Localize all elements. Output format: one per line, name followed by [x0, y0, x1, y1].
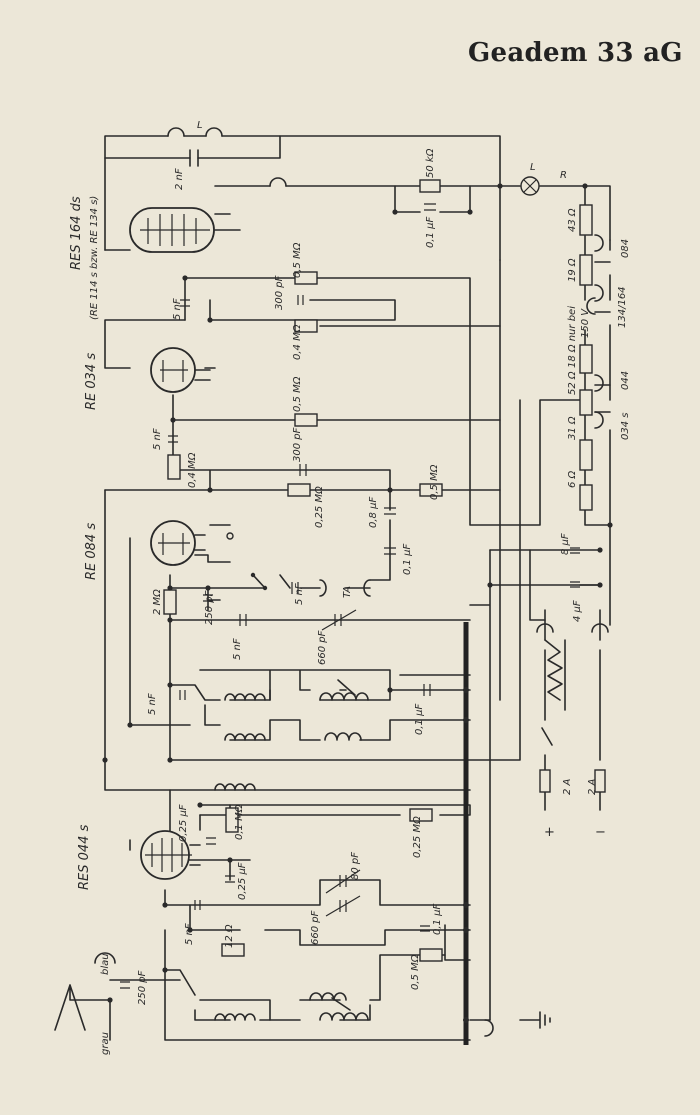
tube-label-re084s: RE 084 s — [84, 523, 99, 580]
label-r-2m: 2 MΩ — [152, 589, 163, 615]
label-c-5nf-c: 5 nF — [294, 583, 305, 605]
label-c-8uf: 8 µF — [560, 533, 571, 555]
label-inductor-l: L — [197, 120, 203, 131]
label-c-80pf: 80 pF — [350, 852, 361, 880]
label-blau: blau — [100, 953, 111, 975]
label-fil-134164: 134/164 — [617, 286, 628, 328]
label-fuse-2a-b: 2 A — [587, 778, 598, 795]
label-ta: TA — [342, 586, 353, 598]
label-c-5nf-b: 5 nF — [152, 428, 163, 450]
label-r: R — [560, 170, 567, 181]
label-c-01-top: 0,1 µF — [425, 217, 436, 248]
label-c-250pf-a: 250 pF — [204, 590, 215, 625]
tube-res164ds — [129, 207, 241, 253]
label-r-05m-a: 0,5 MΩ — [292, 242, 303, 278]
page-title: Geadem 33 aG — [468, 38, 683, 68]
label-c-250pf-b: 250 pF — [137, 970, 148, 1005]
label-r-04m-b: 0,4 MΩ — [187, 452, 198, 488]
label-c-5nf-f: 5 nF — [184, 923, 195, 945]
label-r-01m: 0,1 MΩ — [234, 804, 245, 840]
label-r-31: 31 Ω — [567, 416, 578, 440]
label-150v: 150 V — [580, 308, 591, 338]
tube-label-res164ds-alt: (RE 114 s bzw. RE 134 s) — [89, 196, 100, 320]
label-fil-044: 044 — [620, 371, 631, 390]
label-c-025-a: 0,25 µF — [178, 804, 189, 842]
label-r-6: 6 Ω — [567, 470, 578, 488]
label-r-05m-d: 0,5 MΩ — [410, 954, 421, 990]
label-c-01-c: 0,1 µF — [414, 704, 425, 735]
wiring — [54, 127, 611, 1041]
label-fil-034: 034 s — [620, 413, 631, 440]
capacitors — [120, 203, 580, 989]
label-c-2nf: 2 nF — [174, 168, 185, 190]
tube-labels: RES 164 ds (RE 114 s bzw. RE 134 s) RE 0… — [69, 196, 100, 890]
label-fuse-2a-a: 2 A — [562, 778, 573, 795]
tube-re084s — [150, 520, 234, 566]
label-r-05m-c: 0,5 MΩ — [429, 464, 440, 500]
label-r-025m-b: 0,25 MΩ — [412, 816, 423, 858]
tube-label-res164ds: RES 164 ds — [69, 196, 84, 270]
coils — [94, 234, 609, 1037]
label-c-300pf-a: 300 pF — [274, 275, 285, 310]
label-c-025-b: 0,25 µF — [237, 862, 248, 900]
label-grau: grau — [100, 1032, 111, 1055]
label-c-660-a: 660 pF — [317, 630, 328, 665]
label-r-04m-a: 0,4 MΩ — [292, 324, 303, 360]
label-r-43: 43 Ω — [567, 208, 578, 232]
pilot-lamp — [520, 176, 540, 196]
label-c-08: 0,8 µF — [368, 497, 379, 528]
label-fil-084: 084 — [620, 239, 631, 258]
label-c-5nf-e: 5 nF — [147, 693, 158, 715]
label-c-4uf: 4 µF — [572, 600, 583, 622]
label-minus: − — [595, 825, 606, 840]
label-r-12: 12 Ω — [224, 924, 235, 948]
resistors — [163, 179, 593, 962]
label-plus: + — [544, 825, 555, 840]
label-c-01-d: 0,1 µF — [432, 904, 443, 935]
label-c-660-b: 660 pF — [310, 910, 321, 945]
label-r-19: 19 Ω — [567, 258, 578, 282]
switches — [250, 572, 553, 1011]
junctions — [102, 183, 613, 1023]
tube-res044s — [140, 830, 201, 880]
tube-label-re034s: RE 034 s — [84, 353, 99, 410]
label-c-300pf-b: 300 pF — [292, 427, 303, 462]
fuses — [539, 769, 606, 793]
label-r-50k: 50 kΩ — [425, 148, 436, 178]
tube-re034s — [150, 347, 211, 393]
tube-label-res044s: RES 044 s — [77, 824, 92, 890]
label-r-025m: 0,25 MΩ — [314, 486, 325, 528]
component-labels: L 2 nF 50 kΩ 0,1 µF L R 43 Ω 19 Ω 084 13… — [100, 120, 631, 1055]
label-c-5nf-d: 5 nF — [232, 638, 243, 660]
label-r-18: 18 Ω nur bei — [567, 306, 578, 368]
label-r-05m-b: 0,5 MΩ — [292, 376, 303, 412]
label-r-52: 52 Ω — [567, 371, 578, 395]
label-lamp: L — [530, 162, 536, 173]
label-c-5nf-a: 5 nF — [172, 298, 183, 320]
label-c-01-b: 0,1 µF — [402, 544, 413, 575]
